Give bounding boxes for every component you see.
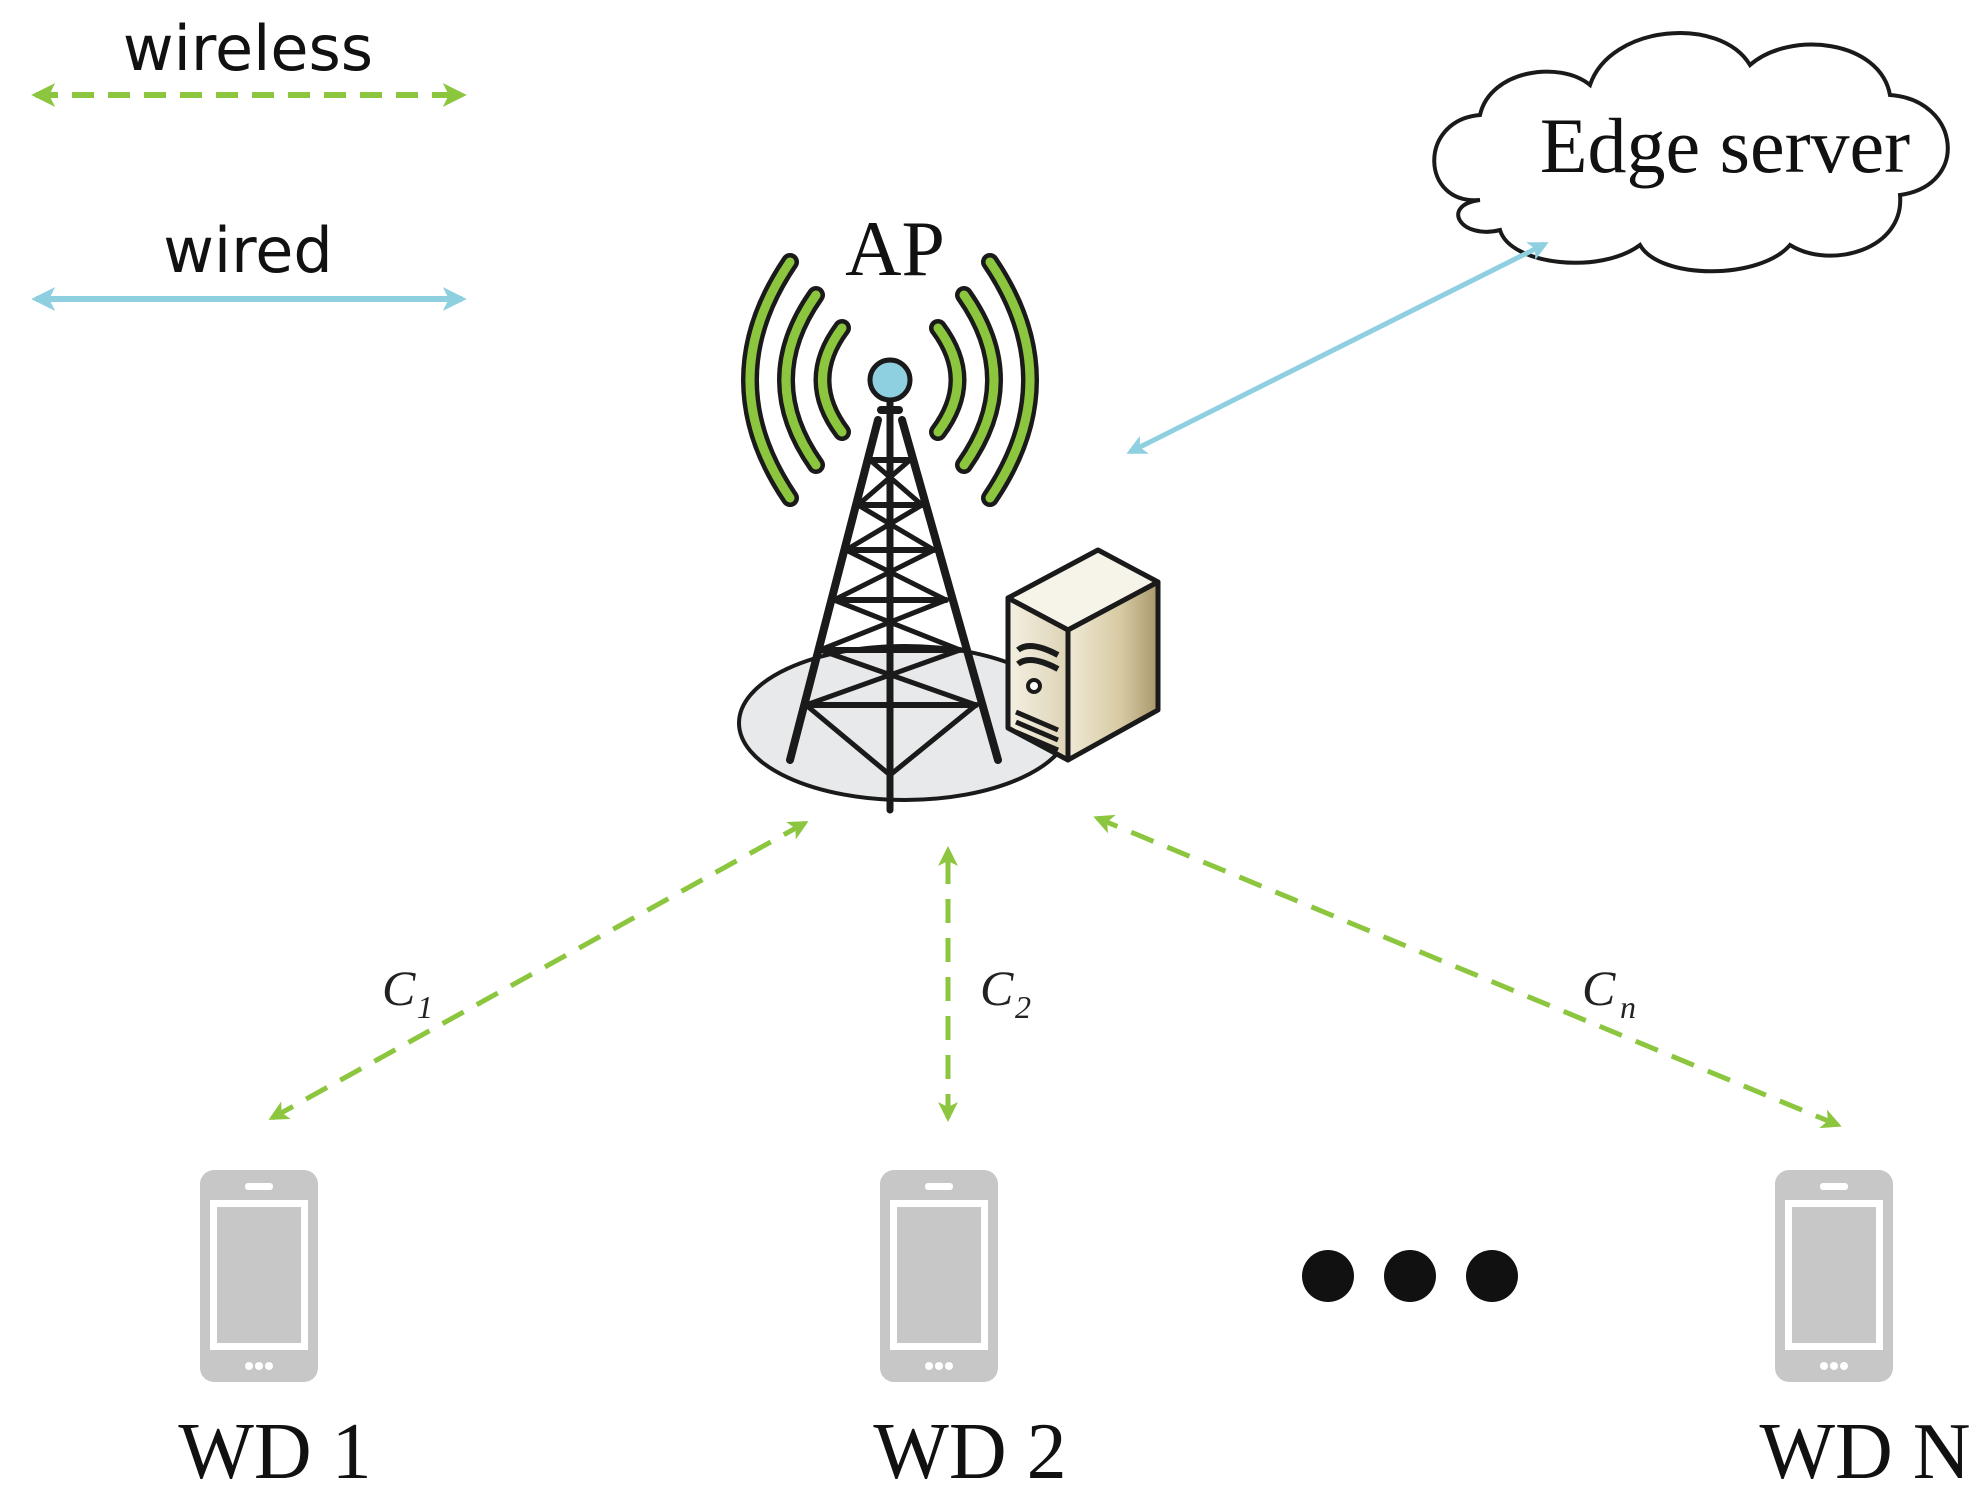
device-wdn: WD N <box>1759 1170 1971 1493</box>
antenna-tower-icon <box>786 391 1002 814</box>
smartphone-icon <box>880 1170 998 1382</box>
server-icon <box>1005 547 1161 763</box>
smartphone-icon <box>200 1170 318 1382</box>
wireless-link-wd1 <box>268 820 809 1121</box>
wireless-links <box>268 814 1842 1129</box>
legend-wired-label: wired <box>163 214 333 287</box>
channel-label-cn: C n <box>1582 960 1636 1025</box>
edge-server-label: Edge server <box>1540 102 1910 189</box>
channel-label-c1: C 1 <box>382 960 433 1025</box>
device-label: WD N <box>1759 1408 1970 1493</box>
device-wd1: WD 1 <box>178 1170 372 1493</box>
ellipsis-dots-icon <box>1302 1250 1518 1302</box>
channel-label-c2: C 2 <box>980 960 1031 1025</box>
channel-symbol: C <box>382 960 416 1016</box>
legend-wireless-label: wireless <box>123 12 373 85</box>
channel-symbol: C <box>1582 960 1616 1016</box>
ap-label: AP <box>845 205 945 292</box>
channel-subscript: 2 <box>1015 989 1031 1025</box>
antenna-tip-icon <box>867 357 913 403</box>
device-label: WD 2 <box>873 1408 1066 1493</box>
channel-symbol: C <box>980 960 1014 1016</box>
device-wd2: WD 2 <box>873 1170 1067 1493</box>
channel-subscript: n <box>1620 989 1636 1025</box>
device-label: WD 1 <box>178 1408 371 1493</box>
ap-node: AP <box>737 205 1161 814</box>
wireless-link-wdn <box>1093 814 1842 1129</box>
wired-link-ap-edge <box>1126 241 1549 455</box>
smartphone-icon <box>1775 1170 1893 1382</box>
signal-waves-icon <box>741 253 1039 507</box>
legend: wireless wired <box>31 12 467 311</box>
cloud-icon <box>1432 30 1950 274</box>
channel-subscript: 1 <box>417 989 433 1025</box>
edge-server-node: Edge server <box>1432 30 1950 274</box>
